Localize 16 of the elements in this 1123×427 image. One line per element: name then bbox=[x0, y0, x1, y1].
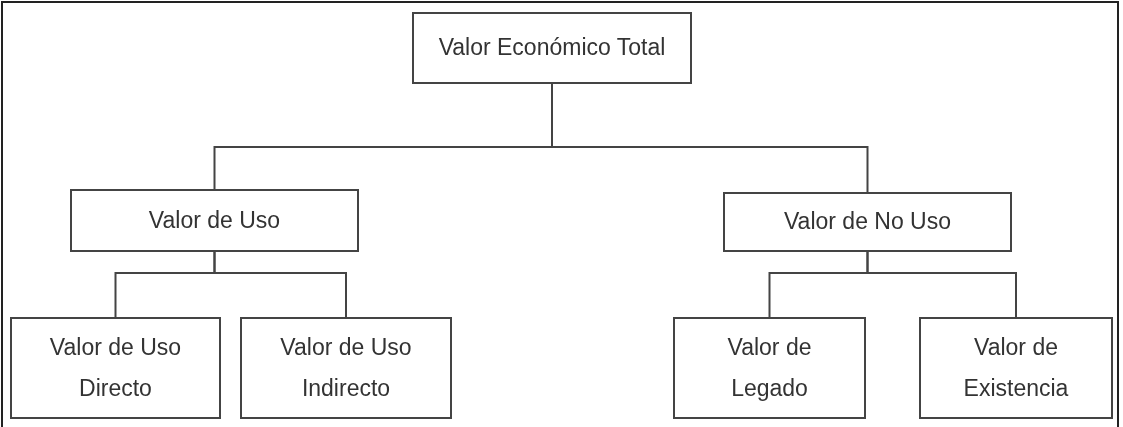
connector-line bbox=[213, 251, 347, 318]
value-box bbox=[723, 192, 1012, 252]
value-box bbox=[10, 317, 221, 419]
box-label: Valor Económico Total bbox=[438, 33, 666, 63]
box-label: Valor de Uso bbox=[148, 205, 281, 235]
connector-line bbox=[866, 251, 1017, 318]
value-box bbox=[919, 317, 1113, 419]
value-box bbox=[70, 189, 359, 252]
value-box bbox=[240, 317, 452, 419]
box-label: Valor de Legado bbox=[726, 332, 813, 403]
value-box bbox=[412, 12, 692, 84]
box-label: Valor de Existencia bbox=[962, 332, 1070, 403]
box-label: Valor de No Uso bbox=[783, 207, 951, 237]
box-label: Valor de Uso Directo bbox=[48, 332, 183, 403]
value-box bbox=[673, 317, 866, 419]
box-label: Valor de Uso Indirecto bbox=[279, 332, 413, 403]
